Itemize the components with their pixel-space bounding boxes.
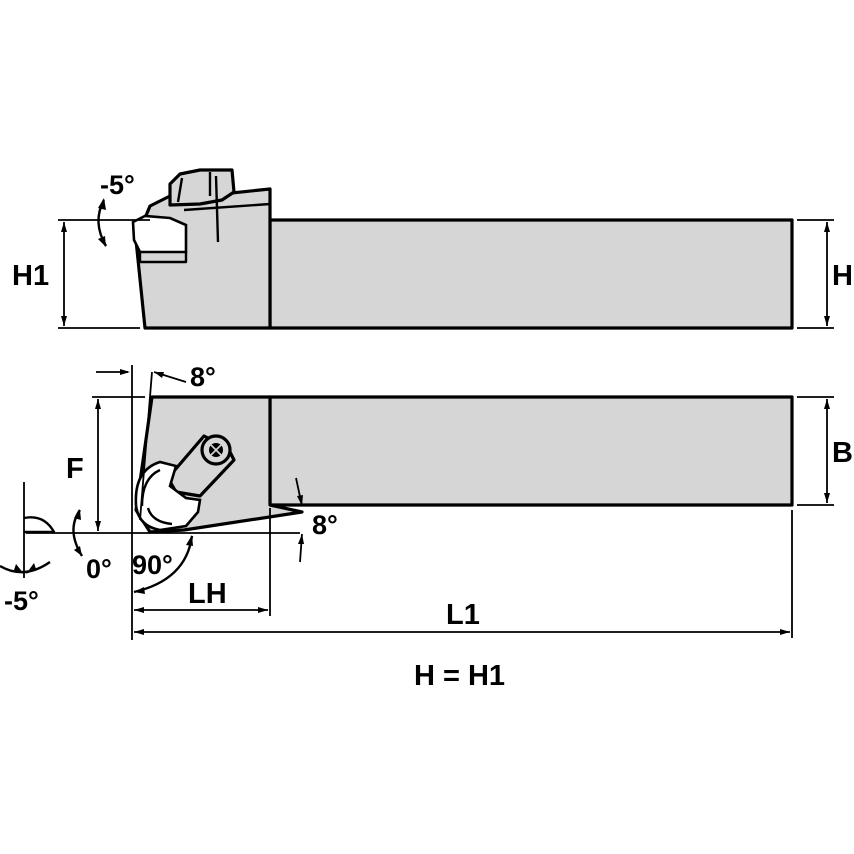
clearance-top-ext xyxy=(139,371,153,521)
incl-wedge xyxy=(23,516,56,534)
top-shank xyxy=(268,395,794,507)
clearance-top-arrow-line xyxy=(96,371,187,383)
b-label: B xyxy=(832,437,853,469)
dimension-note: H = H1 xyxy=(414,660,505,692)
h-label: H xyxy=(832,260,853,292)
clearance-top-arrows xyxy=(120,369,164,378)
top-insert xyxy=(134,460,202,532)
top-view: F B 8° 8° 90° 0° -5° LH xyxy=(0,362,853,640)
f-label: F xyxy=(66,453,84,485)
side-clamp-line xyxy=(176,177,184,203)
rake-arrows xyxy=(98,198,106,247)
side-shank xyxy=(268,218,794,330)
insert-inner-edge2 xyxy=(146,507,173,526)
side-view: H1 -5° H xyxy=(12,168,853,330)
h1-label: H1 xyxy=(12,260,49,292)
clearance-top-label: 8° xyxy=(190,362,216,392)
incl-arrows xyxy=(14,563,36,574)
side-insert-seat xyxy=(138,252,188,264)
rake-angle-label: -5° xyxy=(100,170,135,200)
clearance-side-label: 8° xyxy=(312,510,338,540)
incl-label: -5° xyxy=(4,586,39,616)
side-head-step xyxy=(183,202,271,212)
lead-90-label: 90° xyxy=(132,550,173,580)
screw-cross-icon xyxy=(210,444,222,456)
side-clamp xyxy=(168,168,236,207)
side-insert xyxy=(131,214,188,254)
l1-label: L1 xyxy=(446,599,480,631)
side-screw-line xyxy=(214,175,220,243)
lead-0-label: 0° xyxy=(86,554,112,584)
lh-label: LH xyxy=(188,578,227,610)
incl-arc xyxy=(0,561,51,574)
